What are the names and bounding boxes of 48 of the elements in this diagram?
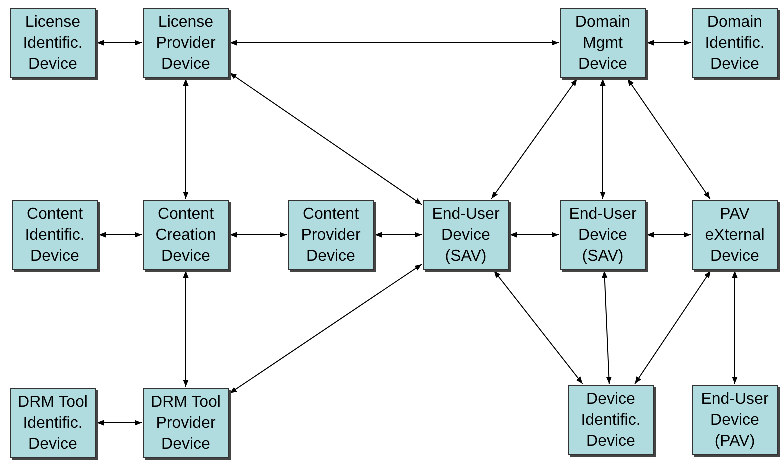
device-label: DRM Tool Identific. Device bbox=[17, 392, 89, 454]
device-label: End-User Device (SAV) bbox=[568, 204, 638, 266]
device-box bbox=[143, 8, 229, 78]
double-arrow bbox=[646, 40, 692, 46]
device-label: End-User Device (PAV) bbox=[700, 390, 770, 452]
double-arrow bbox=[96, 40, 142, 46]
device-box bbox=[423, 200, 509, 270]
double-arrow bbox=[627, 78, 711, 200]
device-box bbox=[560, 200, 646, 270]
device-label: Device Identific. Device bbox=[580, 390, 642, 452]
device-box bbox=[692, 385, 778, 455]
device-label: Domain Identific. Device bbox=[704, 12, 766, 74]
double-arrow bbox=[183, 270, 189, 388]
device-box bbox=[12, 200, 98, 270]
double-arrow bbox=[230, 40, 560, 46]
device-label: End-User Device (SAV) bbox=[431, 204, 501, 266]
device-label: Content Creation Device bbox=[154, 204, 218, 266]
double-arrow bbox=[646, 232, 692, 238]
double-arrow bbox=[96, 420, 142, 426]
double-arrow bbox=[634, 270, 712, 384]
device-label: DRM Tool Provider Device bbox=[150, 392, 222, 454]
double-arrow bbox=[183, 78, 189, 200]
double-arrow bbox=[230, 232, 288, 238]
double-arrow bbox=[494, 270, 584, 384]
device-box bbox=[692, 8, 778, 78]
double-arrow bbox=[491, 78, 578, 200]
device-label: Content Identific. Device bbox=[24, 204, 86, 266]
device-label: License Provider Device bbox=[155, 12, 217, 74]
device-box bbox=[560, 8, 646, 78]
device-label: PAV eXternal Device bbox=[704, 204, 766, 266]
device-box bbox=[692, 200, 778, 270]
device-box bbox=[568, 385, 654, 455]
double-arrow bbox=[600, 78, 606, 200]
device-label: Domain Mgmt Device bbox=[574, 12, 632, 74]
double-arrow bbox=[602, 270, 612, 384]
device-box bbox=[10, 8, 96, 78]
device-box bbox=[10, 388, 96, 458]
double-arrow bbox=[732, 270, 738, 384]
double-arrow bbox=[374, 232, 422, 238]
device-box bbox=[143, 200, 229, 270]
double-arrow bbox=[230, 72, 422, 206]
double-arrow bbox=[510, 232, 560, 238]
double-arrow bbox=[98, 232, 142, 238]
device-box bbox=[288, 200, 374, 270]
double-arrow bbox=[230, 264, 422, 394]
device-box bbox=[143, 388, 229, 458]
device-label: License Identific. Device bbox=[22, 12, 84, 74]
device-label: Content Provider Device bbox=[300, 204, 362, 266]
